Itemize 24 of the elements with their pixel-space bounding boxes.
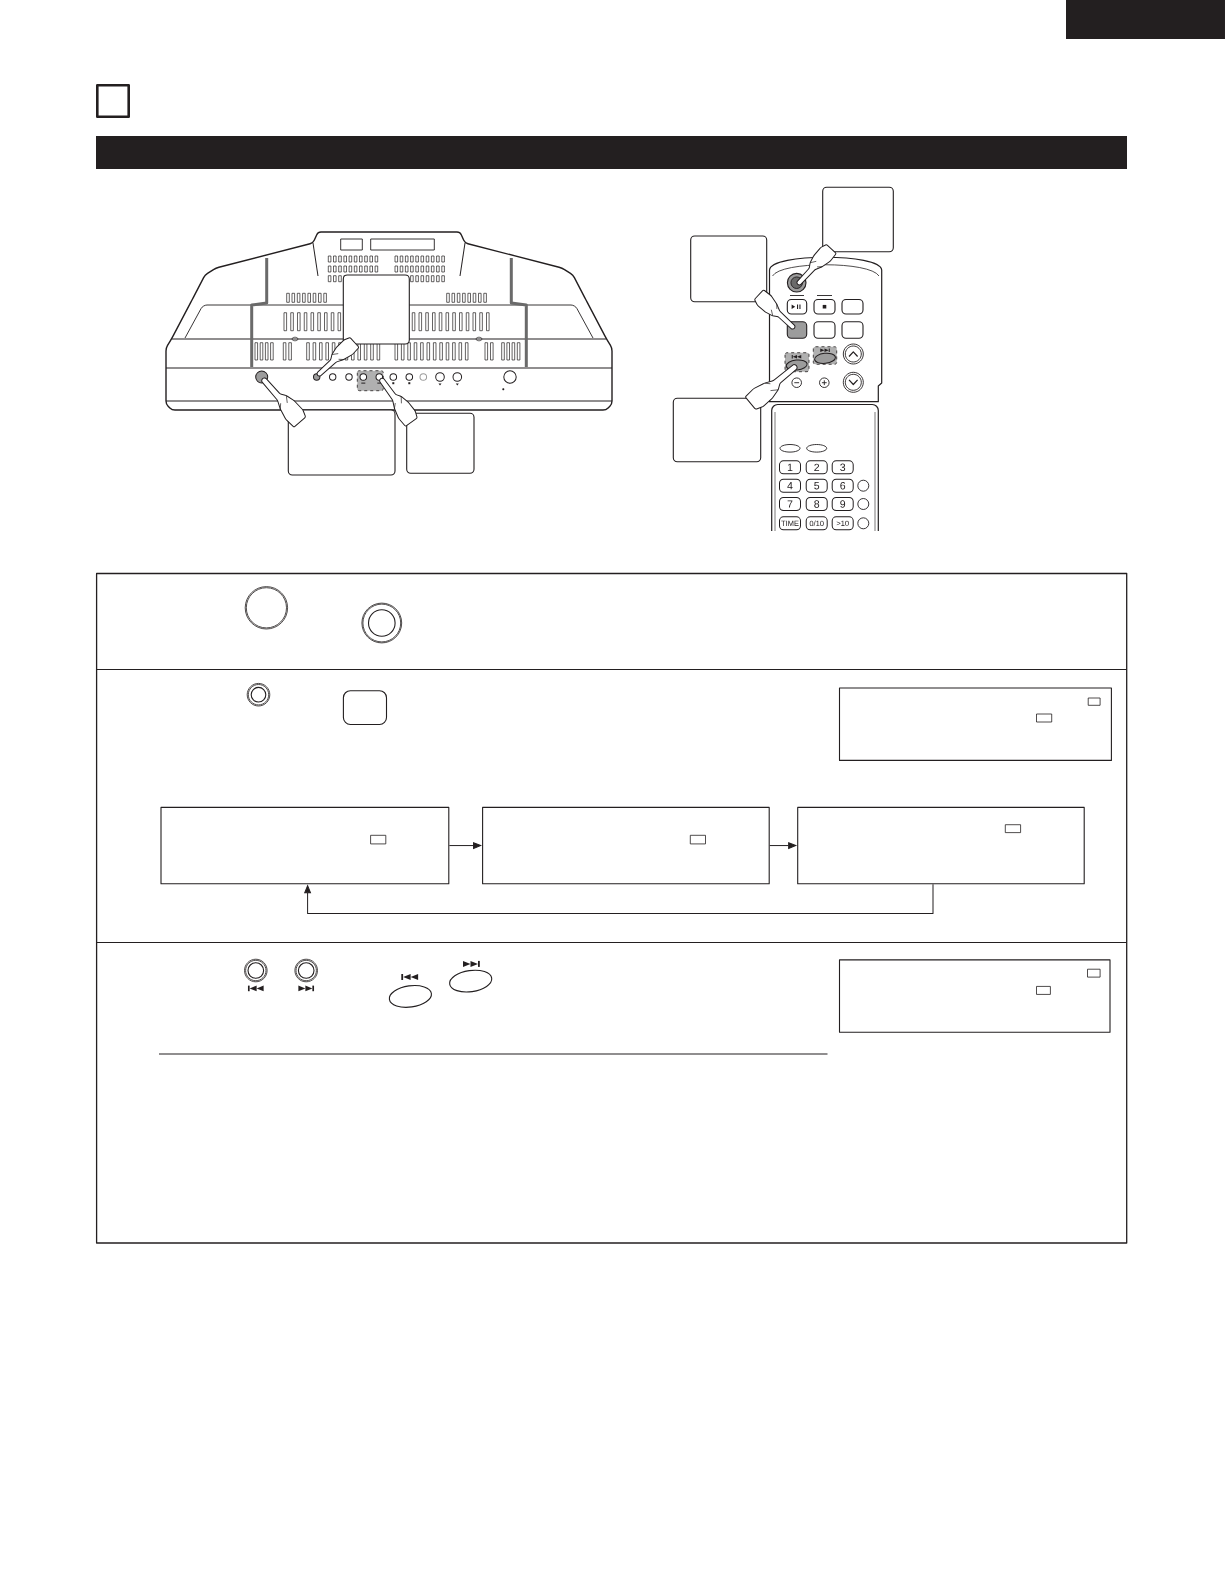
display-box [482,806,770,885]
number-key: 1 [779,460,801,475]
display-box [838,959,1111,1033]
display-box [838,687,1112,761]
callout-box [672,397,762,463]
callout-box [822,186,894,253]
number-key: 6 [831,478,854,493]
number-key: 4 [779,478,801,493]
arrow [304,883,934,915]
title-bar [96,136,1127,169]
arrow [769,842,797,849]
number-key: 2 [805,460,828,475]
number-key: 9 [831,497,854,511]
callout-box [342,274,410,345]
number-key: 8 [805,497,828,511]
display-box [160,806,450,885]
arrow [448,842,482,849]
number-key: 5 [805,478,828,493]
number-key: 7 [779,497,801,511]
callout-box [690,235,768,303]
callout-box [287,409,396,476]
number-key: 3 [831,460,854,475]
display-box [797,806,1085,885]
callout-box [406,412,475,474]
